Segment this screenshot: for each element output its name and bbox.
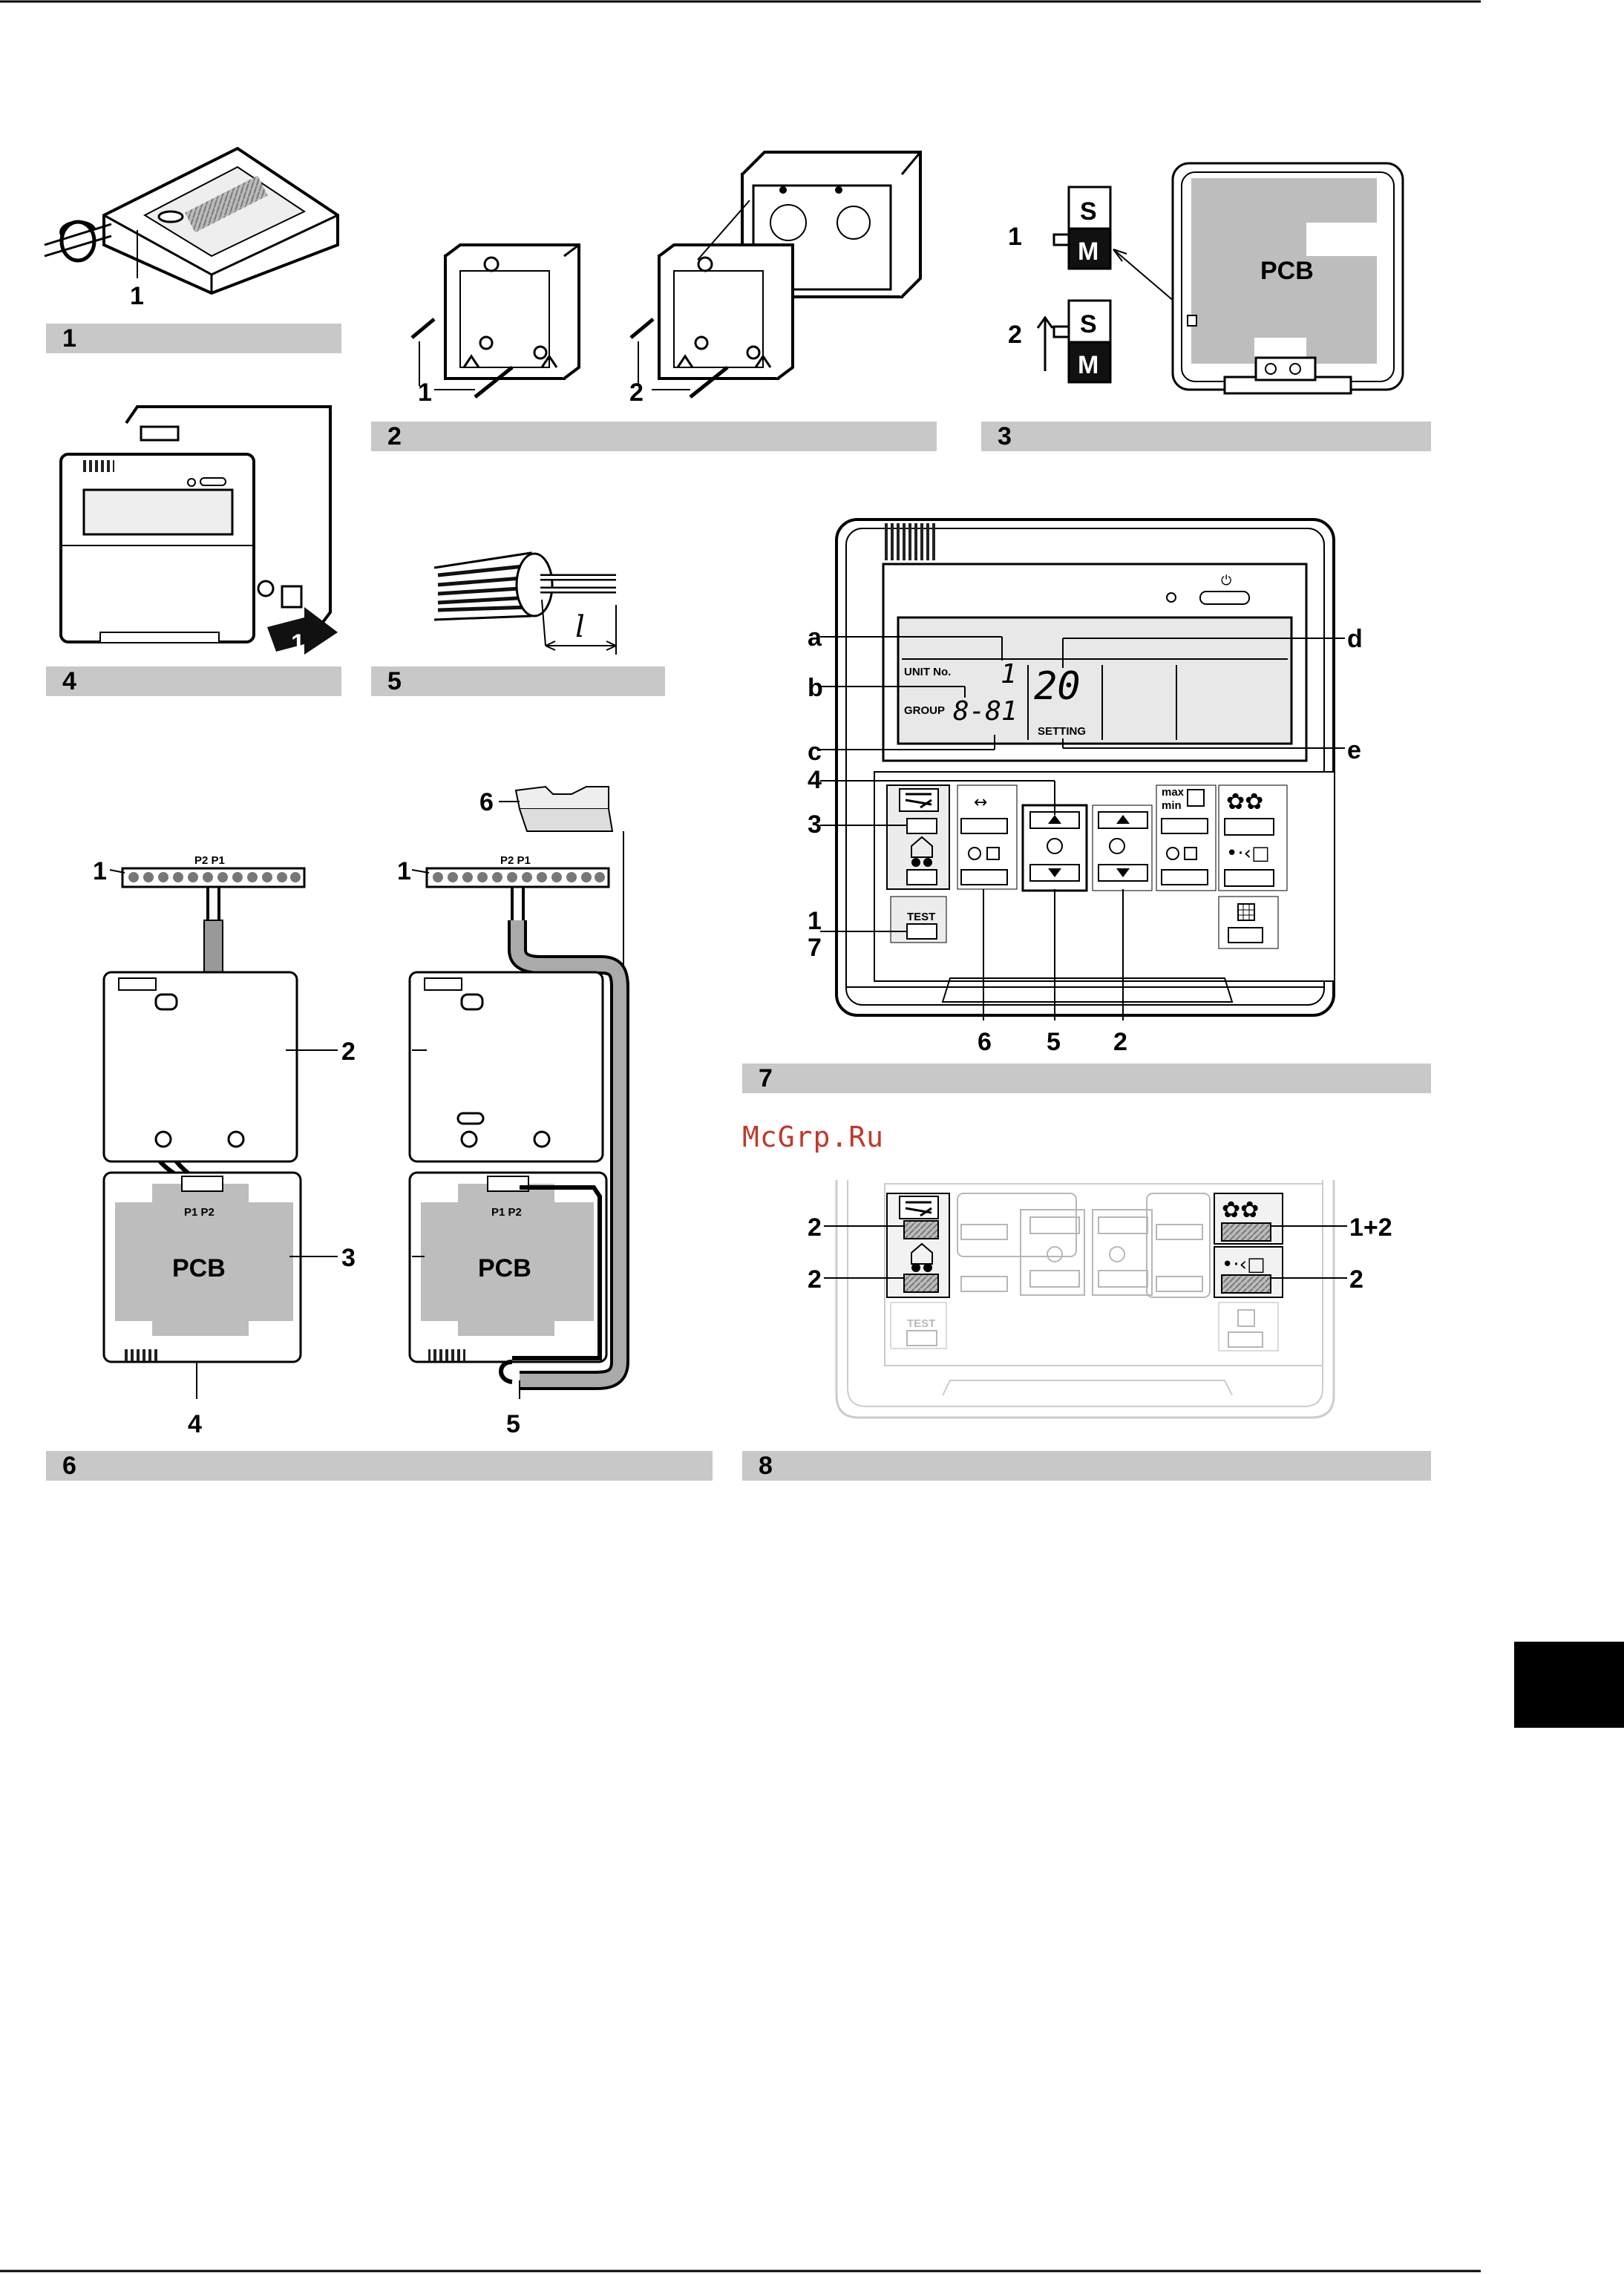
fig3-callout-2: 2	[1008, 321, 1022, 349]
fig7-callout-2: 2	[1113, 1028, 1127, 1056]
figure-8-number: 8	[759, 1452, 773, 1479]
svg-text:•·‹□: •·‹□	[1226, 842, 1270, 865]
figure-7-number: 7	[759, 1065, 773, 1092]
lcd-setting-value: 20	[1034, 664, 1081, 709]
fig8-callout-1plus2: 1+2	[1349, 1213, 1392, 1242]
fig5-dimension-label: l	[575, 610, 585, 644]
fig8-callout-2-top-left: 2	[808, 1213, 822, 1242]
fig7-callout-b: b	[808, 674, 823, 702]
fig7-callout-3: 3	[808, 810, 822, 839]
fig6-terminal-pcb-right: P1 P2	[491, 1206, 522, 1219]
figure-5-number: 5	[387, 668, 402, 695]
fig1-callout-1: 1	[130, 282, 144, 310]
figure-1-caption: 1	[46, 324, 341, 353]
svg-text:⏻: ⏻	[1221, 573, 1231, 589]
fig6-terminal-pcb-left: P1 P2	[184, 1206, 215, 1219]
figure-6-caption: 6	[46, 1451, 713, 1481]
fig3-callout-1: 1	[1008, 223, 1022, 251]
fig6-callout-3: 3	[341, 1244, 356, 1272]
svg-text:↔: ↔	[974, 793, 987, 812]
figure-3-drawing: S M 1 S M 2 PCB	[1008, 163, 1403, 393]
fig7-callout-a: a	[808, 623, 822, 652]
fig8-callout-2-right: 2	[1349, 1265, 1363, 1294]
figure-4-number: 4	[62, 668, 76, 695]
fig4-arrow-label: 1	[291, 629, 305, 658]
fig8-callout-2-bottom-left: 2	[808, 1265, 822, 1294]
fig3-pcb-label: PCB	[1260, 257, 1314, 285]
fig3-switch-m-top: M	[1078, 237, 1099, 266]
svg-text:•·‹□: •·‹□	[1222, 1254, 1266, 1276]
figure-5-drawing: l	[434, 553, 616, 655]
fig7-callout-e: e	[1347, 736, 1361, 764]
lcd-unit-value: 1	[1001, 659, 1017, 689]
fig2-callout-1: 1	[418, 379, 432, 407]
fig3-switch-s-bottom: S	[1080, 310, 1097, 338]
figure-6-drawing: P2 P1 1 2 P1 P2 PCB 3 4	[93, 787, 623, 1438]
fig6-pcb-label-left: PCB	[172, 1254, 226, 1282]
fig6-terminal-label-right: P2 P1	[500, 854, 531, 867]
figure-7-drawing: ⏻ UNIT No. 1 GROUP 8-81 20 SETTING a b c…	[808, 520, 1363, 1056]
figure-2-number: 2	[387, 423, 402, 450]
fig7-callout-4: 4	[808, 766, 822, 794]
figure-8-caption: 8	[742, 1451, 1431, 1481]
fig6-callout-5: 5	[506, 1410, 520, 1438]
fig6-terminal-label-left: P2 P1	[194, 854, 225, 867]
figure-1-drawing: 1	[45, 148, 338, 310]
lcd-group-label: GROUP	[904, 704, 945, 717]
fig6-callout-1-left: 1	[93, 857, 107, 885]
figure-5-caption: 5	[371, 666, 665, 696]
fig6-callout-1-right: 1	[397, 857, 411, 885]
watermark-text: McGrp.Ru	[742, 1121, 884, 1153]
fig6-callout-4: 4	[188, 1410, 202, 1438]
figure-4-drawing: 1	[61, 407, 338, 658]
fig7-test-label: TEST	[907, 911, 935, 923]
fig7-callout-5: 5	[1047, 1028, 1061, 1056]
fig7-callout-1: 1	[808, 907, 822, 935]
figure-7-caption: 7	[742, 1064, 1431, 1093]
fig3-switch-m-bottom: M	[1078, 351, 1099, 379]
fig2-callout-2: 2	[629, 379, 644, 407]
section-tab-marker	[1514, 1642, 1624, 1728]
fig6-callout-6: 6	[479, 788, 494, 816]
lcd-unit-no-label: UNIT No.	[904, 666, 951, 678]
figure-1-number: 1	[62, 325, 76, 352]
figure-4-caption: 4	[46, 666, 341, 696]
fig7-max-label: max	[1162, 786, 1185, 799]
figure-6-number: 6	[62, 1452, 76, 1479]
fig8-test-label: TEST	[907, 1317, 935, 1330]
figure-3-number: 3	[998, 423, 1012, 450]
lcd-group-value: 8-81	[953, 696, 1018, 727]
fig7-callout-d: d	[1347, 625, 1363, 653]
figure-2-caption: 2	[371, 422, 937, 451]
svg-text:✿✿: ✿✿	[1222, 1197, 1259, 1223]
fig7-min-label: min	[1162, 799, 1182, 812]
figure-2-drawing: 1 2	[412, 152, 920, 407]
fig3-switch-s-top: S	[1080, 197, 1097, 226]
fig7-callout-6: 6	[978, 1028, 992, 1056]
lcd-setting-label: SETTING	[1038, 725, 1086, 738]
figure-8-drawing: 2 2 TEST ✿✿	[808, 1180, 1392, 1418]
fig6-callout-2: 2	[341, 1038, 356, 1066]
fig7-callout-7: 7	[808, 934, 822, 962]
fig7-callout-c: c	[808, 738, 822, 766]
svg-text:✿✿: ✿✿	[1226, 789, 1263, 815]
figure-3-caption: 3	[981, 422, 1431, 451]
fig6-pcb-label-right: PCB	[478, 1254, 531, 1282]
